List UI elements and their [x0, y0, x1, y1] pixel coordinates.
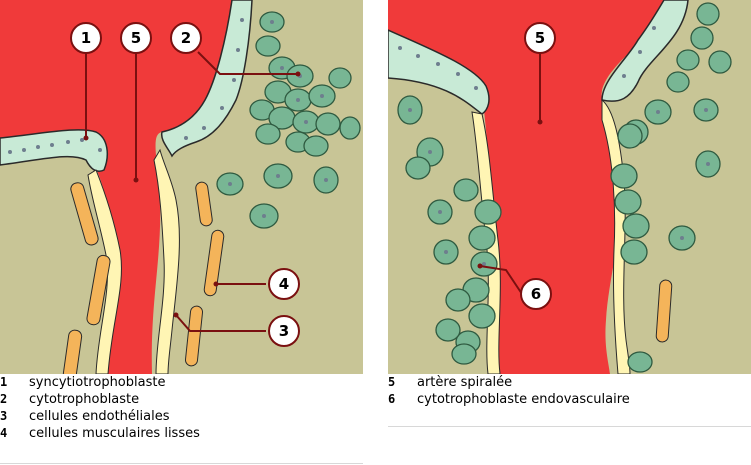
- leader-dots-r: [477, 119, 543, 269]
- legend-divider-right: [388, 426, 751, 427]
- legend-label: artère spiralée: [417, 375, 513, 390]
- legend-label: cytotrophoblaste: [29, 392, 140, 407]
- leader-lines: [85, 51, 298, 332]
- legend-row: 5 artère spiralée: [388, 374, 751, 391]
- callout-6-number: 6: [531, 285, 541, 303]
- legend-number: 3: [0, 409, 8, 423]
- callout-5-right-number: 5: [535, 29, 545, 47]
- syncytio-nuclei: [8, 18, 244, 154]
- callout-5-number: 5: [131, 29, 141, 47]
- legend-number: 6: [388, 392, 396, 406]
- diagram-panel-right: 5 6: [388, 0, 751, 374]
- legend-row: 1 syncytiotrophoblaste: [0, 374, 363, 391]
- callout-1-number: 1: [81, 29, 91, 47]
- legend-divider-left: [0, 463, 363, 464]
- syncytiotrophoblast-left-r: [388, 29, 490, 115]
- diagram-panel-left: 1 5 2 4 3: [0, 0, 363, 374]
- callout-3-number: 3: [279, 322, 289, 340]
- spiral-artery-lumen: [388, 0, 664, 374]
- callout-6: 6: [520, 278, 552, 310]
- callout-3: 3: [268, 315, 300, 347]
- smooth-muscle-cells-r: [655, 279, 673, 343]
- legend-row: 2 cytotrophoblaste: [0, 391, 363, 408]
- callout-4-number: 4: [279, 275, 289, 293]
- callout-1: 1: [70, 22, 102, 54]
- left-diagram-svg: 1 5 2 4 3: [0, 0, 363, 374]
- legend-row: 4 cellules musculaires lisses: [0, 425, 363, 442]
- syncytiotrophoblast-right: [160, 0, 253, 158]
- leader-lines-r: [479, 52, 541, 295]
- callout-2: 2: [170, 22, 202, 54]
- legend-number: 1: [0, 375, 8, 389]
- legend-left: 1 syncytiotrophoblaste 2 cytotrophoblast…: [0, 374, 363, 442]
- legend-label: cellules endothéliales: [29, 409, 170, 424]
- legend-number: 2: [0, 392, 8, 406]
- cyto-nuclei-r: [408, 108, 710, 266]
- endothelium-right: [153, 148, 180, 374]
- legend-row: 3 cellules endothéliales: [0, 408, 363, 425]
- maternal-blood: [0, 0, 232, 374]
- callout-2-number: 2: [181, 29, 191, 47]
- smooth-muscle-cells: [62, 181, 225, 374]
- legend-label: syncytiotrophoblaste: [29, 375, 166, 390]
- callout-5-right: 5: [524, 22, 556, 54]
- legend-label: cellules musculaires lisses: [29, 426, 200, 441]
- syncytio-nuclei-r: [398, 26, 656, 90]
- endovascular-cytotrophoblasts: [455, 163, 650, 354]
- endothelium-left: [87, 169, 122, 374]
- callout-4: 4: [268, 268, 300, 300]
- cytotrophoblast-cells: [216, 11, 361, 229]
- legend-right: 5 artère spiralée 6 cytotrophoblaste end…: [388, 374, 751, 408]
- legend-number: 5: [388, 375, 396, 389]
- callout-5: 5: [120, 22, 152, 54]
- right-diagram-svg: 5 6: [388, 0, 751, 374]
- leader-dots: [83, 71, 301, 318]
- legend-row: 6 cytotrophoblaste endovasculaire: [388, 391, 751, 408]
- legend-number: 4: [0, 426, 8, 440]
- legend-label: cytotrophoblaste endovasculaire: [417, 392, 630, 407]
